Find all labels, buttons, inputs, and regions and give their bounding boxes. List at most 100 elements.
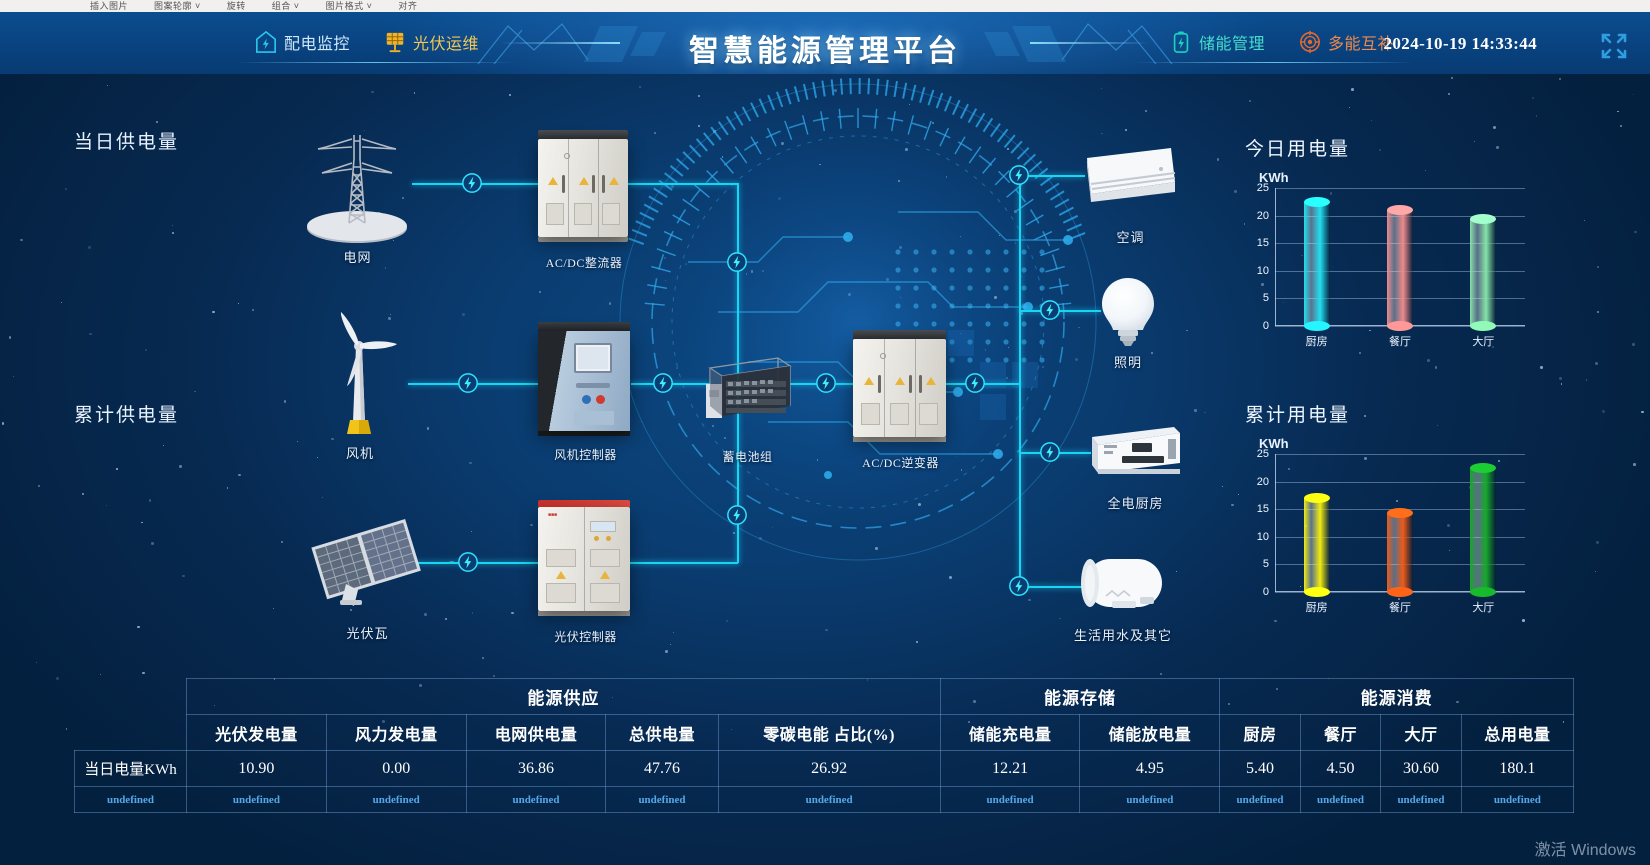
table-cell-r0-c0: 10.90 [186,750,327,787]
header-nav-left: 配电监控 光伏运维 [255,30,479,54]
node-rectifier[interactable]: AC/DC整流器 [538,130,630,275]
chart-bar-foot [1386,321,1413,331]
chart-y-tick: 10 [1256,264,1269,277]
chart-x-tick: 厨房 [1305,336,1328,348]
node-label-pv-controller: 光伏控制器 [554,630,617,644]
table-cell-r1-c0: undefined [186,786,327,813]
table-column-header-10: 总用电量 [1460,714,1575,751]
os-toolbar-strip: 插入图片图案轮廓 ˅旋转组合 ˅图片格式 ˅对齐 [0,0,1650,12]
table-cell-r0-c4: 26.92 [717,750,941,787]
nav-label-power-distribution: 配电监控 [284,36,351,53]
table-cell-r0-c8: 4.50 [1299,750,1382,787]
table-column-header-row: 光伏发电量风力发电量电网供电量总供电量零碳电能 占比(%)储能充电量储能放电量厨… [75,714,1575,751]
chart-unit-today: KWh [1259,170,1289,185]
chart-bar-foot [1470,587,1497,597]
chart-bar[interactable]: 厨房 [1303,493,1330,614]
bolt-icon-kitchen [1040,442,1060,462]
node-kitchen[interactable]: 全电厨房 [1088,423,1183,528]
chart-bar-body [1303,201,1330,326]
battery-rack-icon [706,357,792,418]
wire-center-down [737,383,739,563]
chart-bar-foot [1386,587,1413,597]
node-wind-controller[interactable]: 风机控制器 [538,322,633,467]
chart-bar[interactable]: 大厅 [1470,214,1497,348]
table-column-header-6: 储能放电量 [1079,714,1221,751]
table-cell-r1-c10: undefined [1460,786,1575,813]
chart-bar-cap [1303,493,1330,504]
node-battery[interactable]: 蓄电池组 [700,340,795,470]
chart-bar-slot: 餐厅 [1358,454,1441,614]
controller-cabinet-icon [538,322,633,436]
node-label-wind: 风机 [345,446,375,461]
node-lighting[interactable]: 照明 [1093,272,1163,372]
table-cell-r1-c2: undefined [465,786,607,813]
nav-item-solar-ops[interactable]: 光伏运维 [384,30,479,54]
node-water[interactable]: 生活用水及其它 [1068,553,1178,658]
wire-rectifier-down [737,183,739,383]
chart-x-tick: 餐厅 [1388,336,1411,348]
chart-bar-body [1470,219,1497,326]
nav-label-multi-energy: 多能互补 [1327,36,1394,53]
table-column-header-4: 零碳电能 占比(%) [717,714,941,751]
table-group-header-1: 能源存储 [939,678,1221,715]
chart-bar[interactable]: 厨房 [1303,196,1330,348]
header-nav-right: 储能管理 多能互补 [1170,30,1394,54]
page-title: 智慧能源管理平台 [689,35,961,68]
chart-bar[interactable]: 餐厅 [1386,507,1413,614]
table-cell-r1-c3: undefined [605,786,719,813]
chart-bar-cap [1470,462,1497,473]
label-total-supply: 累计供电量 [74,405,180,426]
table-cell-r1-c1: undefined [325,786,467,813]
label-today-supply: 当日供电量 [74,132,180,153]
node-aircon[interactable]: 空调 [1083,142,1178,252]
node-label-pv: 光伏瓦 [346,626,389,641]
chart-bar[interactable]: 大厅 [1470,462,1497,614]
wire-rectifier-out [628,183,738,185]
bolt-icon-grid [462,173,482,193]
nav-underline-right [1134,62,1414,63]
chart-y-tick: 20 [1256,475,1269,488]
table-column-header-7: 厨房 [1219,714,1301,751]
fullscreen-icon[interactable] [1600,32,1628,60]
chart-gridline [1275,481,1525,483]
chart-title-today: 今日用电量 [1245,139,1351,160]
node-pv[interactable]: 光伏瓦 [310,510,425,645]
solar-array-icon [311,518,421,606]
header-decoration-left [477,23,666,65]
multi-energy-icon [1300,30,1320,54]
chart-x-tick: 大厅 [1472,602,1495,614]
bolt-icon-inverter [965,373,985,393]
node-label-inverter: AC/DC逆变器 [862,456,939,470]
table-column-header-5: 储能充电量 [939,714,1081,751]
chart-bar-cap [1386,205,1413,216]
chart-y-tick: 0 [1262,320,1269,332]
node-pv-controller[interactable]: ■■■ 光伏控制器 [538,500,633,650]
wire-pvctrl-out [628,562,738,564]
table-cell-r1-c6: undefined [1079,786,1221,813]
nav-underline-left [235,62,515,63]
bolt-icon-aircon [1009,165,1029,185]
nav-item-power-distribution[interactable]: 配电监控 [255,30,350,54]
table-cell-r0-c6: 4.95 [1079,750,1221,787]
nav-item-multi-energy[interactable]: 多能互补 [1299,30,1394,54]
chart-bar-slot: 厨房 [1275,454,1358,614]
node-label-lighting: 照明 [1113,355,1143,370]
chart-bar-body [1470,467,1497,592]
chart-x-tick: 餐厅 [1388,602,1411,614]
table-cell-r1-c9: undefined [1380,786,1462,813]
chart-bar[interactable]: 餐厅 [1386,205,1413,348]
nav-item-storage-management[interactable]: 储能管理 [1170,30,1265,54]
chart-bar-slot: 大厅 [1442,188,1525,348]
chart-bar-foot [1303,587,1330,597]
chart-bar-cap [1386,507,1413,518]
node-wind[interactable]: 风机 [320,310,400,465]
node-grid[interactable]: 电网 [300,125,415,270]
table-group-header-row: 能源供应能源存储能源消费 [75,678,1574,715]
chart-bars: 厨房餐厅 大厅 [1275,454,1525,614]
node-inverter[interactable]: AC/DC逆变器 [853,330,948,470]
